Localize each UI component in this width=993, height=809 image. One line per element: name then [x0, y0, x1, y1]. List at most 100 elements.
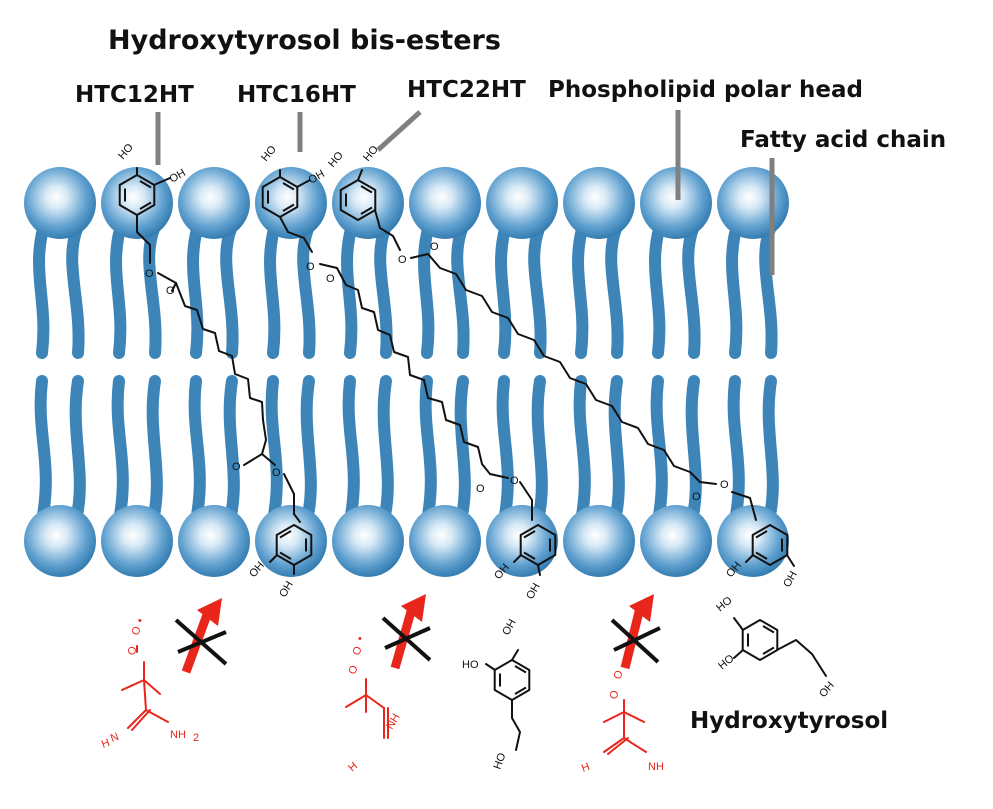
svg-text:NH: NH: [384, 712, 402, 732]
phospholipid-polar-head: [178, 167, 250, 239]
phospholipid-polar-head: [332, 167, 404, 239]
svg-text:O: O: [232, 461, 241, 473]
svg-text:NH: NH: [170, 729, 186, 741]
svg-text:O: O: [351, 644, 365, 657]
fatty-acid-tail: [605, 223, 624, 359]
label-htc12ht: HTC12HT: [75, 82, 194, 108]
label-htc22ht: HTC22HT: [407, 77, 526, 103]
fatty-acid-tail: [377, 375, 394, 521]
label-pointers: [155, 110, 775, 275]
fatty-acid-tails: [33, 223, 779, 521]
fatty-acid-tail: [300, 375, 317, 521]
phospholipid-polar-head: [409, 505, 481, 577]
fatty-acid-tail: [726, 223, 743, 359]
peroxyl-radical-3: O O • H NH: [580, 659, 664, 775]
svg-text:•: •: [138, 615, 142, 627]
svg-text:HO: HO: [259, 143, 279, 164]
fatty-acid-tail: [69, 375, 86, 521]
svg-text:O: O: [326, 273, 335, 285]
fatty-acid-tail: [187, 223, 204, 359]
svg-text:OH: OH: [524, 581, 543, 601]
diagram-title: Hydroxytyrosol bis-esters: [108, 25, 501, 56]
fatty-acid-tail: [495, 223, 512, 359]
svg-text:HO: HO: [116, 141, 136, 162]
peroxyl-radical-2: O O • H NH: [345, 633, 403, 774]
fatty-acid-tail: [496, 375, 514, 521]
peroxyl-radical-1: O O • H N NH 2: [100, 615, 199, 751]
svg-text:•: •: [358, 633, 362, 645]
svg-text:O: O: [720, 479, 729, 491]
phospholipid-polar-head: [486, 167, 558, 239]
svg-text:O: O: [347, 663, 361, 676]
fatty-acid-tail: [418, 223, 435, 359]
fatty-acid-tail: [143, 223, 162, 359]
fatty-acid-tail: [110, 223, 127, 359]
svg-text:HO: HO: [326, 149, 346, 170]
fatty-acid-tail: [759, 223, 778, 359]
phospholipid-polar-head: [563, 167, 635, 239]
svg-text:HO: HO: [716, 652, 737, 672]
phospholipid-polar-head: [409, 167, 481, 239]
fatty-acid-tail: [111, 375, 129, 521]
fatty-acid-tail: [454, 375, 471, 521]
svg-text:HO: HO: [361, 143, 381, 164]
fatty-acid-tail: [341, 223, 358, 359]
phospholipid-polar-head: [563, 505, 635, 577]
phospholipid-heads: [24, 167, 789, 577]
svg-text:OH: OH: [781, 569, 800, 589]
fatty-acid-tail: [608, 375, 625, 521]
fatty-acid-tail: [572, 223, 589, 359]
svg-text:OH: OH: [277, 579, 296, 599]
svg-text:OH: OH: [500, 617, 519, 637]
fatty-acid-tail: [66, 223, 85, 359]
fatty-acid-tail: [342, 375, 360, 521]
svg-text:N: N: [109, 731, 121, 745]
blocked-arrow-3: [610, 594, 661, 670]
phospholipid-polar-head: [486, 505, 558, 577]
label-hydroxytyrosol: Hydroxytyrosol: [690, 708, 888, 734]
fatty-acid-tail: [419, 375, 437, 521]
svg-text:O: O: [398, 254, 407, 266]
fatty-acid-tail: [264, 223, 281, 359]
fatty-acid-tail: [265, 375, 283, 521]
fatty-acid-tail: [528, 223, 547, 359]
phospholipid-polar-head: [178, 505, 250, 577]
svg-text:O: O: [430, 241, 439, 253]
blocked-arrow-2: [381, 594, 432, 670]
phospholipid-polar-head: [640, 167, 712, 239]
svg-text:HO: HO: [492, 751, 509, 771]
svg-text:O: O: [692, 491, 701, 503]
fatty-acid-tail: [34, 375, 52, 521]
phospholipid-polar-head: [24, 167, 96, 239]
svg-text:O: O: [476, 483, 485, 495]
svg-text:H: H: [346, 760, 360, 774]
blocked-arrow-1: [174, 598, 228, 674]
fatty-acid-tail: [727, 375, 745, 521]
phospholipid-polar-head: [332, 505, 404, 577]
fatty-acid-tail: [146, 375, 163, 521]
hydroxytyrosol-molecule-middle: OH HO HO: [462, 617, 531, 771]
fatty-acid-tail: [649, 223, 666, 359]
phospholipid-polar-head: [640, 505, 712, 577]
fatty-acid-tail: [682, 223, 701, 359]
hydroxytyrosol-molecule-right: HO HO OH: [714, 594, 837, 700]
phospholipid-polar-head: [255, 167, 327, 239]
fatty-acid-tail: [650, 375, 668, 521]
fatty-acid-tail: [33, 223, 50, 359]
svg-text:O: O: [166, 285, 175, 297]
fatty-acid-tail: [374, 223, 393, 359]
fatty-acid-tail: [531, 375, 548, 521]
svg-text:O: O: [510, 475, 519, 487]
fatty-acid-tail: [685, 375, 702, 521]
svg-text:OH: OH: [817, 680, 837, 700]
svg-text:H: H: [100, 737, 112, 751]
svg-text:NH: NH: [648, 761, 664, 773]
fatty-acid-tail: [573, 375, 591, 521]
svg-text:HO: HO: [462, 659, 479, 671]
svg-text:O: O: [145, 268, 154, 280]
svg-text:O: O: [306, 261, 315, 273]
phospholipid-polar-head: [255, 505, 327, 577]
svg-text:•: •: [622, 659, 626, 671]
svg-text:O: O: [272, 467, 281, 479]
